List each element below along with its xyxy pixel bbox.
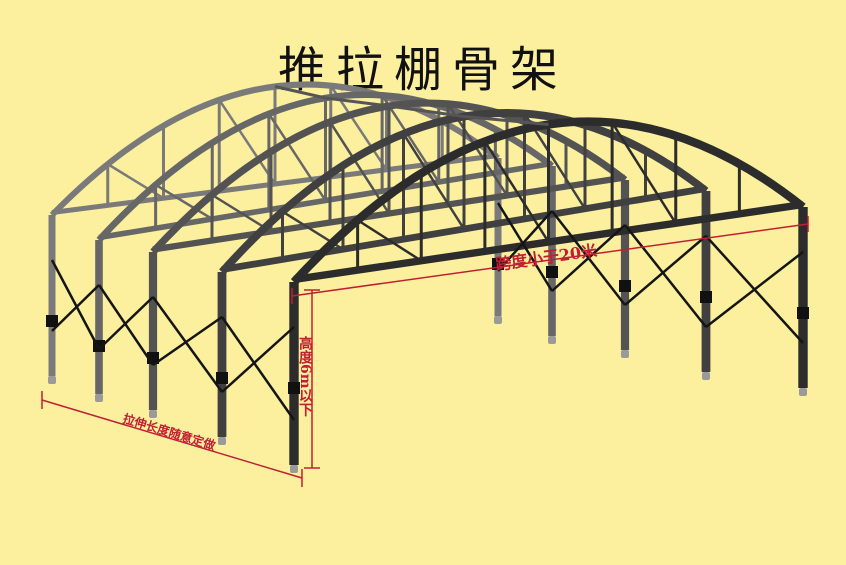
post-foot (95, 394, 103, 402)
joint-block (797, 307, 809, 319)
scissor-brace (51, 284, 100, 332)
joint-block (619, 280, 631, 292)
post-foot (548, 336, 556, 344)
joint-block (216, 372, 228, 384)
post-foot (799, 388, 807, 396)
scissor-brace (624, 235, 707, 306)
web-brace (356, 219, 422, 262)
post-foot (702, 372, 710, 380)
scissor-brace (551, 224, 626, 292)
web-brace (154, 183, 213, 221)
post-foot (149, 410, 157, 418)
post-foot (218, 437, 226, 445)
scissor-brace (705, 251, 804, 328)
post-foot (621, 350, 629, 358)
scissor-brace (221, 326, 295, 393)
scissor-brace (497, 210, 553, 272)
post-foot (48, 376, 56, 384)
height-label: 高度6m以下 (297, 335, 313, 418)
scissor-brace (98, 296, 154, 350)
length-dimension (41, 391, 303, 487)
scissor-brace (50, 259, 101, 350)
post-foot (290, 465, 298, 473)
web-brace (611, 121, 677, 224)
scissor-brace (152, 315, 223, 367)
page-title: 推拉棚骨架 (277, 42, 568, 98)
scissor-brace (151, 296, 224, 393)
post-foot (494, 316, 502, 324)
scissor-brace (97, 284, 155, 366)
web-brace (211, 193, 272, 233)
frame-group (46, 81, 809, 473)
ridge-purlin (274, 85, 549, 126)
scissor-brace (496, 202, 554, 292)
web-brace (402, 133, 466, 230)
length-label: 拉伸长度随意定做 (121, 410, 218, 453)
height-dimension (304, 289, 320, 469)
joint-block (546, 266, 558, 278)
web-brace (218, 99, 277, 185)
span-dimension (291, 216, 809, 304)
scissor-brace (220, 316, 296, 421)
scissor-brace (624, 224, 707, 328)
joint-block (46, 315, 58, 327)
joint-block (288, 382, 300, 394)
joint-block (700, 291, 712, 303)
